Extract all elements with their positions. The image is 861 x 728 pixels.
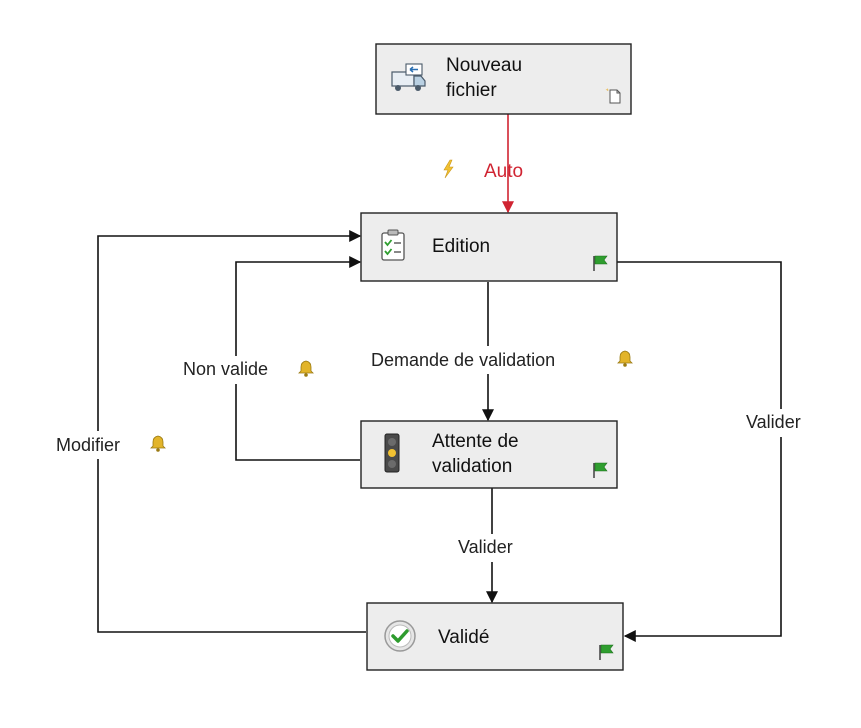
node-attente-line1: Attente de [432, 431, 519, 452]
edge-label-modifier: Modifier [52, 431, 172, 459]
modifier-label: Modifier [56, 435, 120, 455]
valider-center-label: Valider [458, 537, 513, 557]
edge-label-valider-right: Valider [742, 409, 822, 437]
checklist-icon [381, 229, 405, 261]
new-document-icon [605, 88, 621, 104]
non-valide-label: Non valide [183, 359, 268, 379]
edge-label-demande: Demande de validation [366, 346, 642, 374]
node-attente-line2: validation [432, 456, 512, 477]
node-valide[interactable]: Validé [366, 602, 624, 671]
node-valide-label: Validé [438, 627, 489, 648]
node-edition[interactable]: Edition [360, 212, 618, 282]
node-nouveau-fichier[interactable]: Nouveau fichier [375, 43, 632, 115]
node-edition-label: Edition [432, 236, 490, 257]
check-circle-icon [384, 620, 416, 652]
node-attente-validation[interactable]: Attente de validation [360, 420, 618, 489]
edge-label-auto: Auto [443, 159, 523, 182]
lightning-icon [443, 159, 454, 179]
demande-label: Demande de validation [371, 350, 555, 370]
node-nouveau-line2: fichier [446, 80, 497, 101]
edge-label-non-valide: Non valide [178, 356, 318, 384]
auto-label: Auto [484, 161, 523, 182]
valider-right-label: Valider [746, 412, 801, 432]
truck-icon [391, 63, 426, 91]
edge-valider-right[interactable] [617, 261, 782, 642]
node-nouveau-line1: Nouveau [446, 55, 522, 76]
traffic-light-icon [384, 433, 400, 473]
edge-label-valider-center: Valider [454, 534, 532, 562]
